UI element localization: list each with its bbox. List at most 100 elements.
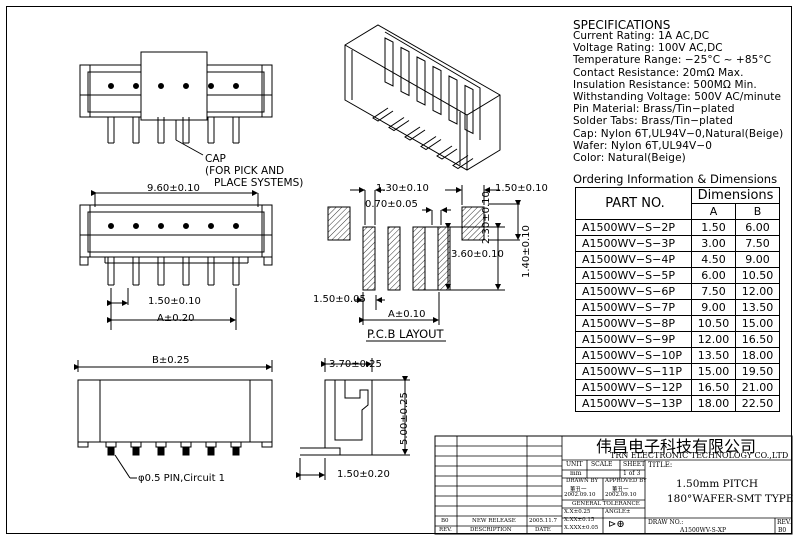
drawing-number: A1500WV-S-XP [680, 527, 727, 534]
spec-line: Pin Material: Brass/Tin−plated [573, 103, 735, 116]
dim-b-cell: 6.00 [735, 219, 780, 236]
title-block-lines [434, 435, 793, 535]
rev-row-rev: B0 [441, 518, 449, 524]
pin-contact [183, 83, 189, 89]
iso-leg [372, 107, 394, 122]
ordering-title: Ordering Information & Dimensions [573, 172, 778, 186]
iso-slot [416, 56, 426, 106]
dim-a-cell: 10.50 [691, 315, 736, 332]
dim-b-cell: 9.00 [735, 251, 780, 268]
spec-line: Color: Natural(Beige) [573, 152, 686, 164]
rev-header-rev: REV. [439, 527, 452, 533]
rev-row-desc: NEW RELEASE [472, 518, 516, 524]
drawn-by-label: DRAWN BY [566, 478, 599, 484]
iso-leg [404, 126, 426, 141]
dim-a-cell: 6.00 [691, 267, 736, 284]
spec-line: Voltage Rating: 100V AC,DC [573, 42, 723, 55]
approved-by-label: APPROVED BY [605, 478, 647, 484]
front-pin-head [155, 441, 167, 448]
front-pin [207, 446, 215, 456]
pin-contact [183, 223, 189, 229]
iso-slot [432, 65, 442, 116]
approved-date: 2002.09.10 [605, 492, 637, 498]
pcb-pad [362, 226, 376, 291]
tolerance-title: GENERAL TOLERANCE [572, 501, 640, 507]
dim-a-cell: 1.50 [691, 219, 736, 236]
dim-b-cell: 19.50 [735, 363, 780, 380]
spec-line: Insulation Resistance: 500MΩ Min. [573, 78, 757, 91]
company-name-cn: 伟昌电子科技有限公司 [596, 437, 757, 456]
front-pin [157, 446, 165, 456]
spec-line: Withstanding Voltage: 500V AC/minute [573, 91, 782, 103]
pin-contact [208, 223, 214, 229]
pin-contact [108, 223, 114, 229]
dim-pcb-070: 0.70±0.05 [365, 199, 418, 210]
top-view-with-cap [79, 51, 273, 156]
iso-slot [464, 84, 474, 135]
drawn-date: 2002.09.10 [564, 492, 596, 498]
pin-contact [133, 223, 139, 229]
part-no-cell: A1500WV−S−6P [575, 283, 692, 300]
rev-header-date: DATE [535, 527, 551, 533]
pcb-layout [327, 185, 521, 342]
pin-contact [208, 83, 214, 89]
solder-tab [263, 256, 273, 266]
pcb-pad [387, 226, 401, 291]
iso-leg [452, 155, 474, 170]
front-pin-head [230, 441, 242, 448]
front-pin [232, 446, 240, 456]
sheet-value: 1 of 3 [623, 470, 641, 477]
unit-value: mm [570, 470, 582, 477]
part-no-cell: A1500WV−S−12P [575, 379, 692, 396]
top-view-no-cap [79, 190, 273, 330]
pcb-pad [412, 226, 426, 291]
cap-note-line2: PLACE SYSTEMS) [214, 177, 304, 189]
dim-b-cell: 15.00 [735, 315, 780, 332]
part-no-cell: A1500WV−S−9P [575, 331, 692, 348]
sheet-label: SHEET [623, 461, 646, 468]
dim-b-cell: 13.50 [735, 299, 780, 316]
rev-header-desc: DESCRIPTION [470, 527, 512, 533]
front-pin [132, 446, 140, 456]
col-a-header: A [691, 203, 736, 220]
front-tab [77, 441, 89, 448]
part-no-cell: A1500WV−S−10P [575, 347, 692, 364]
dim-pcb-230: 2.30±0.10 [481, 191, 492, 244]
cap-label: CAP [205, 153, 226, 165]
pin-contact [158, 223, 164, 229]
dim-side-150: 1.50±0.20 [337, 469, 390, 480]
dim-a-cell: 4.50 [691, 251, 736, 268]
drawing-title-line2: 180°WAFER-SMT TYPE [667, 493, 794, 505]
iso-leg [420, 136, 442, 151]
rev-value: B0 [778, 527, 787, 534]
spec-line: Temperature Range: −25°C ~ +85°C [573, 54, 772, 67]
part-no-cell: A1500WV−S−7P [575, 299, 692, 316]
dim-b: B±0.25 [152, 355, 190, 366]
pin-contact [158, 83, 164, 89]
dim-a-cell: 13.50 [691, 347, 736, 364]
pin-contact [233, 223, 239, 229]
dim-pcb-140: 1.40±0.10 [521, 225, 532, 278]
dim-a-cell: 12.00 [691, 331, 736, 348]
spec-line: Wafer: Nylon 6T,UL94V−0 [573, 139, 712, 152]
front-pin-head [180, 441, 192, 448]
unit-label: UNIT [566, 461, 583, 468]
cap-note-line1: (FOR PICK AND [205, 165, 285, 177]
spec-line: Solder Tabs: Brass/Tin−plated [573, 115, 733, 128]
front-tab [261, 441, 273, 448]
dim-b-cell: 7.50 [735, 235, 780, 252]
dim-a-cell: 9.00 [691, 299, 736, 316]
tolerance-2: X.XX±0.15 [564, 517, 595, 523]
front-view [74, 360, 273, 479]
